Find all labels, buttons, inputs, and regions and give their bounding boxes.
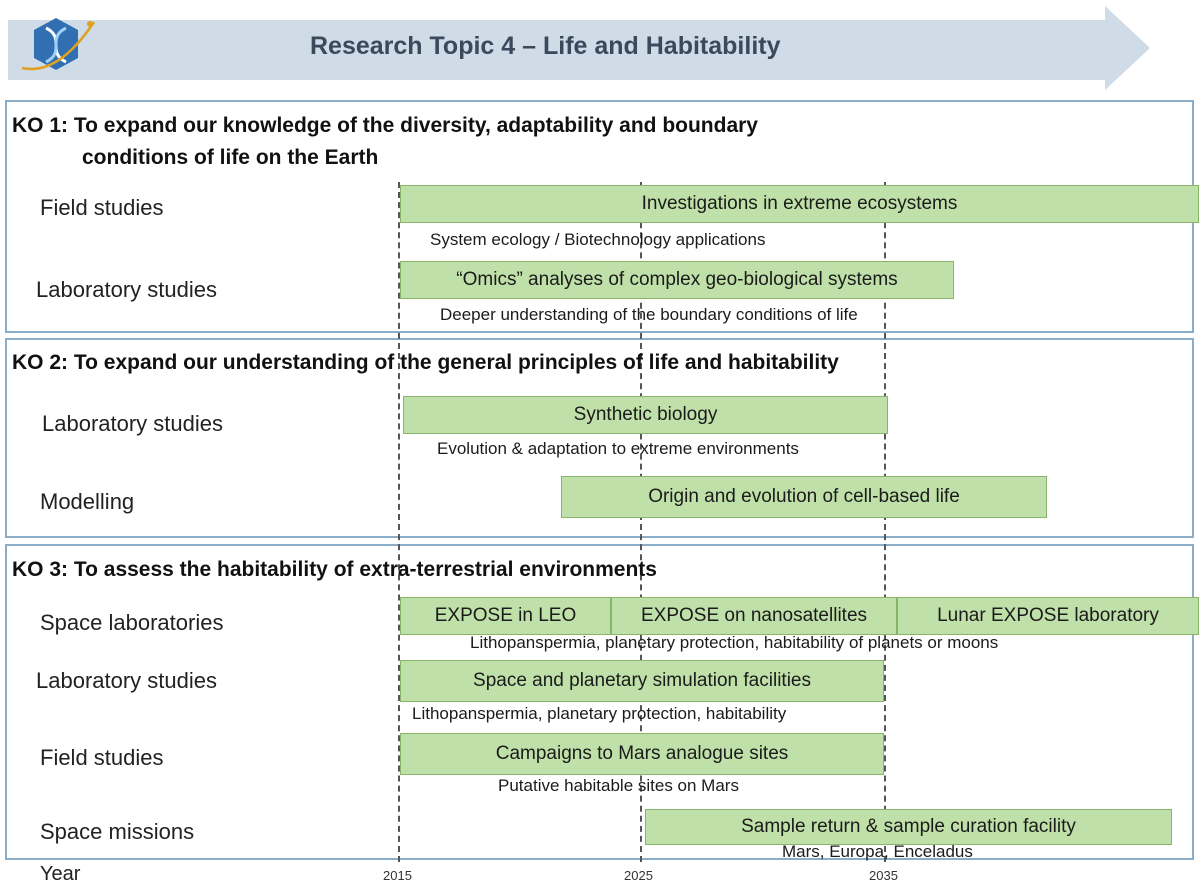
timeline-bar: Investigations in extreme ecosystems — [400, 185, 1199, 223]
bar-note: Deeper understanding of the boundary con… — [440, 305, 858, 324]
timeline-bar: Space and planetary simulation facilitie… — [400, 660, 884, 702]
timeline-bar: Lunar EXPOSE laboratory — [897, 597, 1199, 635]
row-label: Laboratory studies — [36, 668, 217, 693]
ko3-panel — [5, 544, 1194, 860]
row-label: Laboratory studies — [36, 277, 217, 302]
bar-note: Lithopanspermia, planetary protection, h… — [412, 704, 787, 723]
timeline-bar: EXPOSE in LEO — [400, 597, 611, 635]
ko1-heading: KO 1: To expand our knowledge of the div… — [12, 114, 758, 137]
year-line-2015 — [398, 182, 400, 862]
row-label: Modelling — [40, 489, 135, 514]
timeline-bar: EXPOSE on nanosatellites — [611, 597, 897, 635]
bar-note: Mars, Europa, Enceladus — [782, 842, 973, 861]
year-line-2035 — [884, 182, 886, 862]
row-label: Field studies — [40, 195, 164, 220]
banner-arrow — [8, 6, 1150, 90]
row-label: Space missions — [40, 819, 195, 844]
row-label: Laboratory studies — [42, 411, 223, 436]
timeline-bar: “Omics” analyses of complex geo-biologic… — [400, 261, 954, 299]
timeline-bar: Synthetic biology — [403, 396, 888, 434]
bar-note: Lithopanspermia, planetary protection, h… — [470, 633, 999, 652]
timeline-bar: Sample return & sample curation facility — [645, 809, 1172, 845]
row-label: Field studies — [40, 745, 164, 770]
year-tick-2025: 2025 — [624, 868, 653, 883]
year-axis-label: Year — [40, 863, 81, 885]
timeline-bar: Campaigns to Mars analogue sites — [400, 733, 884, 775]
year-tick-2035: 2035 — [869, 868, 898, 883]
ko3-heading: KO 3: To assess the habitability of extr… — [12, 558, 657, 581]
dna-helix-logo-icon — [18, 14, 98, 80]
page-title: Research Topic 4 – Life and Habitability — [310, 32, 781, 60]
bar-note: Evolution & adaptation to extreme enviro… — [437, 439, 799, 458]
ko1-heading-continued: conditions of life on the Earth — [82, 146, 379, 169]
bar-note: System ecology / Biotechnology applicati… — [430, 230, 766, 249]
year-tick-2015: 2015 — [383, 868, 412, 883]
topic-banner: Research Topic 4 – Life and Habitability — [0, 0, 1199, 96]
bar-note: Putative habitable sites on Mars — [498, 776, 739, 795]
ko2-heading: KO 2: To expand our understanding of the… — [12, 351, 839, 374]
year-line-2025 — [640, 182, 642, 862]
timeline-bar: Origin and evolution of cell-based life — [561, 476, 1047, 518]
row-label: Space laboratories — [40, 610, 224, 635]
